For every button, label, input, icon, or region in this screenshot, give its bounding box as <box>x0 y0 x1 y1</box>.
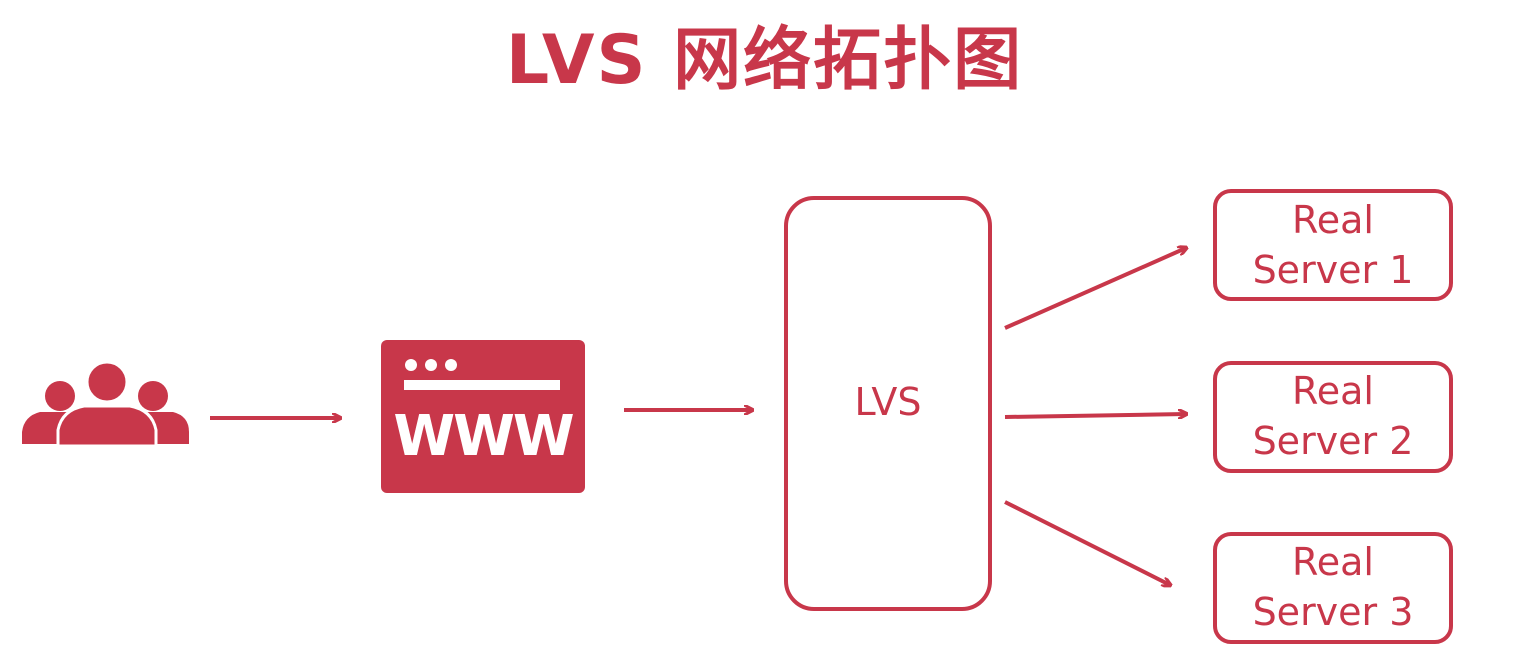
server-1-box <box>1213 189 1453 301</box>
server-2-label-line2: Server 2 <box>1252 419 1414 463</box>
server-3-label: Real Server 3 <box>1215 537 1451 637</box>
browser-window-icon <box>381 340 585 493</box>
server-1-label-line1: Real <box>1292 198 1374 242</box>
server-3-label-line2: Server 3 <box>1252 590 1414 634</box>
lvs-node-label: LVS <box>854 380 922 424</box>
server-3-box <box>1213 532 1453 644</box>
edge-lvs-to-server-3 <box>1004 500 1170 585</box>
server-2-label-line1: Real <box>1292 369 1374 413</box>
edge-lvs-to-server-2 <box>1004 414 1186 417</box>
server-2-box <box>1213 361 1453 473</box>
server-1-label-line2: Server 1 <box>1252 248 1414 292</box>
page-title: LVS 网络拓扑图 <box>505 21 1024 100</box>
server-1-label: Real Server 1 <box>1215 195 1451 295</box>
lvs-node-box <box>784 196 992 611</box>
server-2-label: Real Server 2 <box>1215 366 1451 466</box>
server-3-label-line1: Real <box>1292 540 1374 584</box>
users-group-icon <box>22 360 189 448</box>
www-label: WWW <box>393 404 574 469</box>
edge-lvs-to-server-1 <box>1004 248 1186 330</box>
